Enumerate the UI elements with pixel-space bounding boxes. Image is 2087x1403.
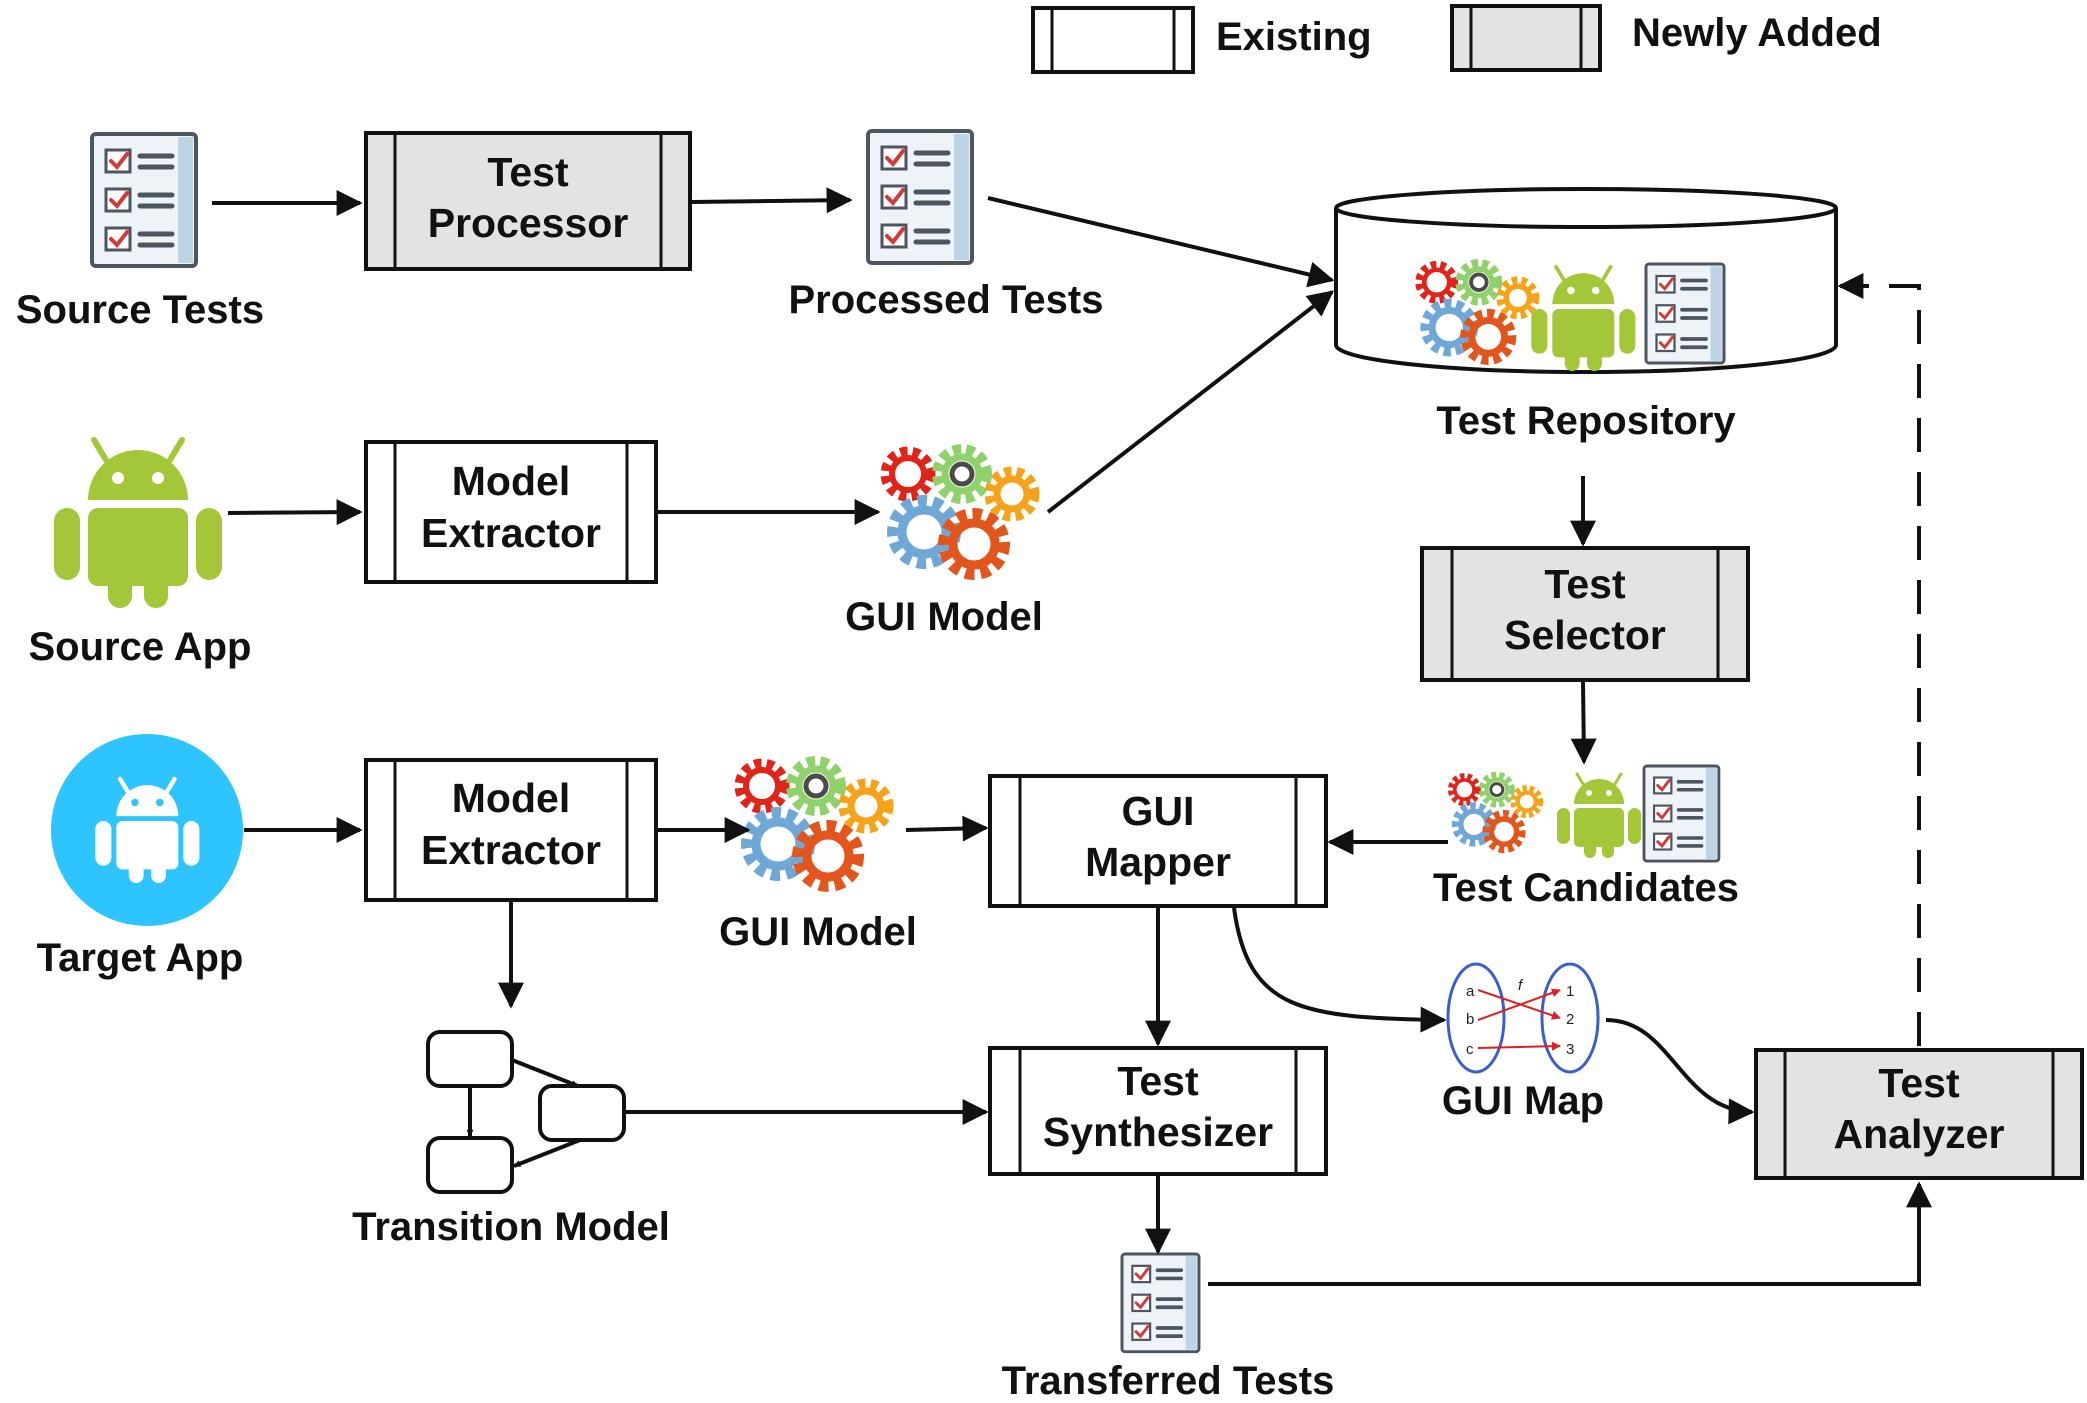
gui-map-codomain-1: 1 xyxy=(1566,983,1574,1000)
gui-map-codomain-2: 2 xyxy=(1566,1011,1574,1028)
test-repository-label: Test Repository xyxy=(1436,399,1736,443)
processed-tests-icon xyxy=(868,131,972,263)
repository-checklist-icon xyxy=(1644,262,1726,365)
gui-map-domain-b: b xyxy=(1466,1011,1474,1028)
test-processor-line1: Test xyxy=(487,149,569,195)
gui-model-source-label: GUI Model xyxy=(845,595,1043,639)
gui-mapper-line1: GUI xyxy=(1122,788,1195,834)
gui-map-label: GUI Map xyxy=(1442,1079,1604,1123)
candidates-gears-icon xyxy=(1451,775,1540,849)
transferred-tests-label: Transferred Tests xyxy=(1002,1359,1335,1403)
test-selector-box: Test Selector xyxy=(1420,546,1750,682)
test-analyzer-box: Test Analyzer xyxy=(1754,1048,2084,1180)
model-extractor-source-line1: Model xyxy=(452,458,570,504)
model-extractor-target-box: Model Extractor xyxy=(364,758,658,902)
candidates-checklist-icon xyxy=(1642,764,1721,863)
gui-map-domain-c: c xyxy=(1466,1041,1474,1058)
test-selector-line1: Test xyxy=(1544,561,1626,607)
flow-arrows xyxy=(212,187,1932,1286)
arrow-transferred-tests-to-analyzer xyxy=(1208,1181,1932,1286)
source-tests-label: Source Tests xyxy=(16,288,264,332)
gui-map-function-symbol: f xyxy=(1518,977,1524,994)
legend: Existing Newly Added xyxy=(1031,4,1882,74)
source-app-label: Source App xyxy=(29,625,252,669)
legend-newly-added-label: Newly Added xyxy=(1632,11,1882,55)
arrow-processor-to-processed xyxy=(691,187,853,214)
source-app-icon xyxy=(54,440,222,608)
arrow-analyzer-to-repository-dashed xyxy=(1837,273,1921,1046)
arrow-gui-model-to-mapper xyxy=(905,815,989,842)
gui-map-codomain-3: 3 xyxy=(1566,1041,1574,1058)
source-tests-icon xyxy=(92,134,196,266)
legend-newly-added-swatch xyxy=(1450,4,1602,72)
test-candidates-icons xyxy=(1451,764,1721,863)
arrow-source-app-to-extractor xyxy=(227,499,363,526)
processed-tests-label: Processed Tests xyxy=(789,278,1104,322)
test-selector-line2: Selector xyxy=(1504,612,1666,658)
target-app-icon xyxy=(51,734,243,926)
gui-mapper-box: GUI Mapper xyxy=(988,774,1328,908)
arrow-processed-to-repository xyxy=(987,196,1335,288)
arrow-gui-model-to-repository xyxy=(1046,290,1335,514)
gui-map-icon: a b c 1 2 3 f xyxy=(1446,962,1600,1074)
model-extractor-source-box: Model Extractor xyxy=(364,440,658,584)
test-candidates-label: Test Candidates xyxy=(1433,866,1739,910)
gui-model-target-label: GUI Model xyxy=(719,910,917,954)
test-analyzer-line2: Analyzer xyxy=(1834,1111,2005,1157)
legend-existing-label: Existing xyxy=(1216,15,1372,59)
test-analyzer-line1: Test xyxy=(1878,1060,1960,1106)
model-extractor-source-line2: Extractor xyxy=(421,510,601,556)
test-synthesizer-line2: Synthesizer xyxy=(1043,1109,1273,1155)
test-processor-box: Test Processor xyxy=(364,131,692,271)
gui-model-source-icon xyxy=(886,450,1034,573)
gui-mapper-line2: Mapper xyxy=(1085,839,1231,885)
arrow-selector-to-candidates xyxy=(1570,681,1597,765)
test-processor-line2: Processor xyxy=(428,200,629,246)
target-app-label: Target App xyxy=(37,936,244,980)
gui-map-domain-a: a xyxy=(1466,983,1475,1000)
test-synthesizer-line1: Test xyxy=(1117,1058,1199,1104)
transition-model-icon xyxy=(426,1030,626,1194)
model-extractor-target-line1: Model xyxy=(452,775,570,821)
test-repository xyxy=(1334,187,1838,374)
model-extractor-target-line2: Extractor xyxy=(421,827,601,873)
test-synthesizer-box: Test Synthesizer xyxy=(988,1046,1328,1176)
transferred-tests-icon xyxy=(1120,1252,1201,1354)
legend-existing-swatch xyxy=(1031,6,1195,74)
transition-model-label: Transition Model xyxy=(352,1205,670,1249)
arrow-gui-map-to-analyzer xyxy=(1605,1018,1755,1125)
database-cylinder-icon xyxy=(1334,187,1838,229)
arrow-mapper-to-gui-map xyxy=(1232,907,1447,1033)
candidates-android-icon xyxy=(1555,772,1643,860)
gui-model-target-icon xyxy=(740,762,888,885)
